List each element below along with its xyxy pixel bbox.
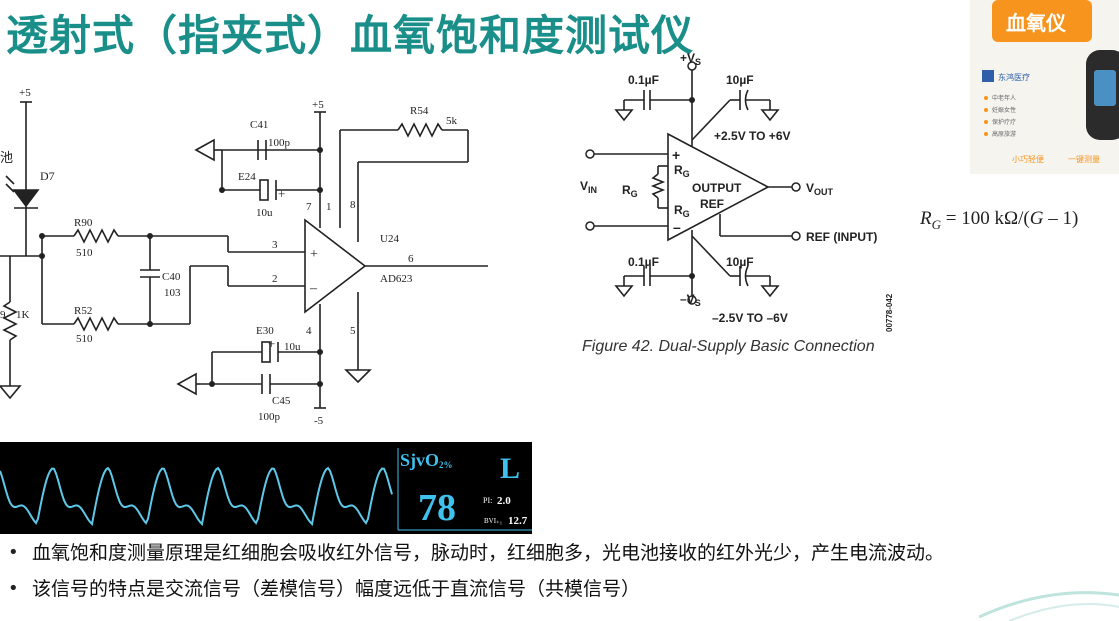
c40-label: C40 — [162, 271, 181, 283]
vs-neg-label: –VS — [680, 292, 701, 308]
ad-tagline-2: 一键测量 — [1068, 154, 1100, 164]
pin2-label: 2 — [272, 273, 278, 285]
page-title: 透射式（指夹式）血氧饱和度测试仪 — [6, 11, 695, 60]
e30-value: 10u — [284, 341, 301, 353]
ad-title: 血氧仪 — [1006, 11, 1067, 35]
e30-plus: + — [268, 336, 275, 351]
c41-label: C41 — [250, 119, 268, 131]
rg-formula: RG = 100 kΩ/(G – 1) — [920, 208, 1078, 233]
pin8-label: 8 — [350, 199, 356, 211]
pi-label: PI: — [483, 496, 492, 505]
pin5-label: 5 — [350, 325, 356, 337]
c45-value: 100p — [258, 411, 281, 423]
formula-tail: – 1) — [1043, 208, 1079, 229]
u24-label: U24 — [380, 233, 399, 245]
pi-value: 2.0 — [497, 495, 511, 507]
pin6-label: 6 — [408, 253, 414, 265]
ad-tagline-1: 小巧轻便 — [1012, 154, 1044, 164]
pool-label: 池 — [0, 150, 13, 165]
ref-label: REF — [700, 197, 724, 211]
corner-decoration — [979, 591, 1119, 621]
d7-label: D7 — [40, 169, 55, 183]
r52-label: R52 — [74, 305, 92, 317]
r90-label: R90 — [74, 217, 93, 229]
e24-label: E24 — [238, 171, 256, 183]
cap-tr-label: 10µF — [726, 73, 754, 87]
circuit-schematic: +5 池 D7 R90 510 9 1K R52 510 C40 103 C41… — [0, 87, 488, 427]
ad-item-0: 中老年人 — [992, 94, 1016, 102]
rg-top-label: RG — [674, 163, 690, 179]
ad-brand: 东鸿医疗 — [998, 72, 1030, 82]
r-left-value: 1K — [16, 309, 30, 321]
ad623-label: AD623 — [380, 273, 413, 285]
pin3-label: 3 — [272, 239, 278, 251]
formula-rest: = 100 kΩ/( — [941, 208, 1030, 229]
e24-plus: + — [278, 186, 285, 201]
e24-value: 10u — [256, 207, 273, 219]
vin-label: VIN — [580, 179, 597, 195]
c45-label: C45 — [272, 395, 291, 407]
ad-item-1: 妊娠女性 — [992, 106, 1016, 114]
oximeter-ad-image: 血氧仪 东鸿医疗 中老年人 妊娠女性 保护疗疗 高原旅游 小巧轻便 一键测量 — [970, 0, 1119, 174]
bvi-label: BVI₊₁ — [484, 517, 502, 525]
pleth-wave — [0, 466, 393, 527]
ad623-figure: +VS 0.1µF 10µF +2.5V TO +6V + RG VIN RG … — [580, 51, 894, 332]
ad-item-3: 高原旅游 — [992, 130, 1016, 138]
mode-indicator: L — [500, 452, 520, 485]
bullet-list: 血氧饱和度测量原理是红细胞会吸收红外信号，脉动时，红细胞多，光电池接收的红外光少… — [6, 540, 1116, 612]
output-label: OUTPUT — [692, 181, 742, 195]
opamp-minus: – — [309, 281, 318, 296]
pin4-label: 4 — [306, 325, 312, 337]
pin7-label: 7 — [306, 201, 312, 213]
bullet-item: 血氧饱和度测量原理是红细胞会吸收红外信号，脉动时，红细胞多，光电池接收的红外光少… — [6, 540, 1116, 576]
sjvo2-value: 78 — [418, 487, 456, 529]
opamp-plus: + — [310, 247, 318, 262]
formula-r: R — [920, 208, 932, 229]
c41-value: 100p — [268, 137, 291, 149]
r54-label: R54 — [410, 105, 429, 117]
vplus-mid-label: +5 — [312, 99, 324, 111]
vs-pos-label: +VS — [680, 51, 701, 67]
cap-tl-label: 0.1µF — [628, 73, 659, 87]
ad-plus-label: + — [672, 147, 680, 163]
pleth-waveform: SjvO2% L 78 PI: 2.0 BVI₊₁ 12.7 — [0, 448, 532, 531]
pin1-label: 1 — [326, 201, 332, 213]
bullet-item: 该信号的特点是交流信号（差模信号）幅度远低于直流信号（共模信号） — [6, 576, 1116, 612]
r52-value: 510 — [76, 333, 93, 345]
sjvo2-label: SjvO2% — [400, 450, 453, 470]
vminus-label: -5 — [314, 415, 324, 427]
ref-input-label: REF (INPUT) — [806, 230, 877, 244]
ad-minus-label: – — [673, 219, 681, 235]
supply-pos-label: +2.5V TO +6V — [714, 129, 791, 143]
e30-label: E30 — [256, 325, 274, 337]
formula-g-sub: G — [931, 216, 941, 232]
cap-bl-label: 0.1µF — [628, 255, 659, 269]
vplus-top-label: +5 — [19, 87, 31, 99]
vout-label: VOUT — [806, 181, 834, 197]
formula-g: G — [1029, 208, 1044, 229]
r90-value: 510 — [76, 247, 93, 259]
cap-br-label: 10µF — [726, 255, 754, 269]
figure-caption: Figure 42. Dual-Supply Basic Connection — [582, 338, 875, 355]
rg-bottom-label: RG — [674, 203, 690, 219]
supply-neg-label: –2.5V TO –6V — [712, 311, 788, 325]
r54-value: 5k — [446, 115, 458, 127]
bvi-value: 12.7 — [508, 515, 528, 527]
r-left-label: 9 — [0, 309, 6, 321]
c40-value: 103 — [164, 287, 181, 299]
ad-item-2: 保护疗疗 — [992, 118, 1016, 126]
figure-code: 00778-042 — [885, 293, 894, 332]
oximeter-monitor: SjvO2% L 78 PI: 2.0 BVI₊₁ 12.7 — [0, 442, 532, 534]
rg-left-label: RG — [622, 183, 638, 199]
